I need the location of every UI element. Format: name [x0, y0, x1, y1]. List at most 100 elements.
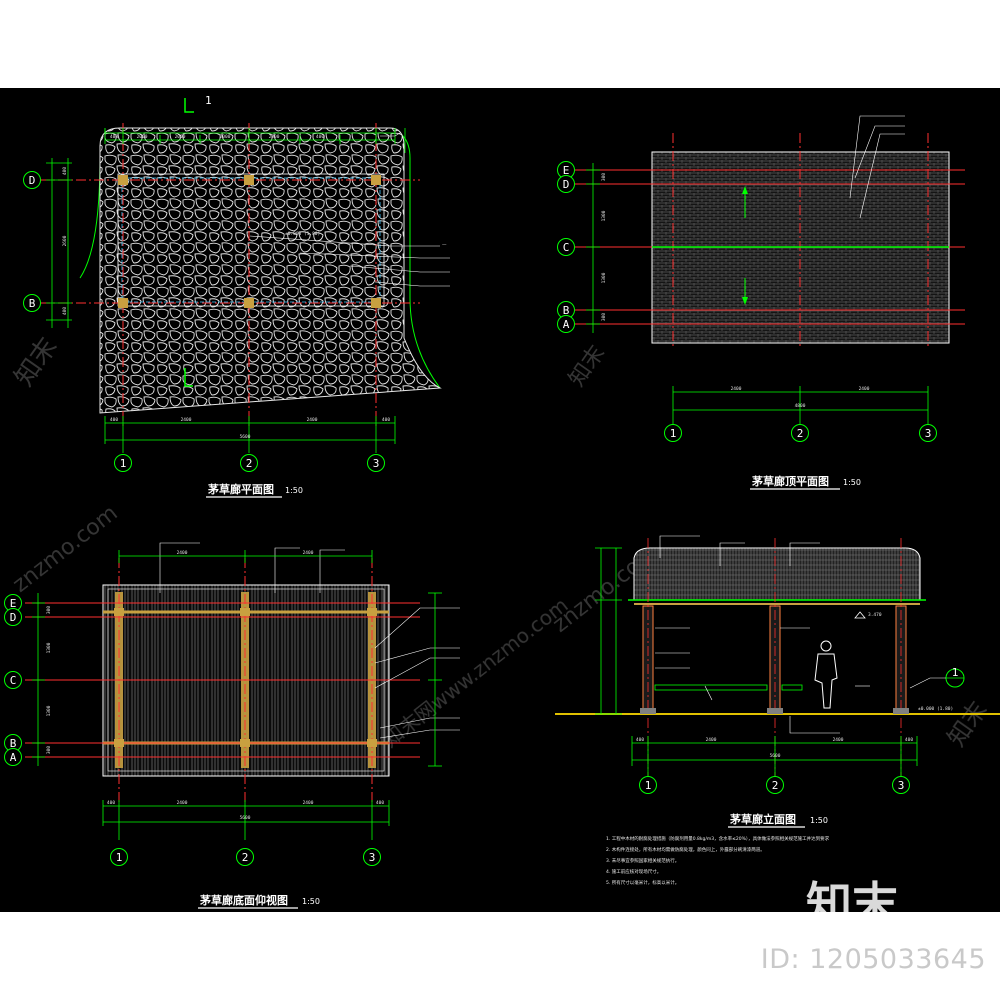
- scale-figure: [814, 640, 838, 709]
- elevation-scale: 1:50: [810, 816, 828, 825]
- column: [371, 298, 381, 308]
- grid-axis-bubble-label: E: [10, 597, 17, 610]
- watermark-brand: 知末: [9, 332, 63, 392]
- roof-plan-dim: 2400: [731, 386, 742, 392]
- grid-axis-bubble: [639, 776, 657, 794]
- ceiling-plan-dim: 1300: [46, 705, 52, 716]
- grid-axis-bubble: [110, 848, 128, 866]
- image-id: ID: 1205033645: [760, 944, 986, 975]
- grid-axis-bubble: [4, 748, 22, 766]
- floor-plan-dim: 2000: [137, 134, 148, 140]
- floor-plan-dim: 400: [382, 417, 390, 423]
- roof-plan-dim: 2400: [859, 386, 870, 392]
- roof-plan-title: 茅草廊顶平面图: [752, 474, 829, 488]
- roof-plan-dim: 1300: [601, 210, 607, 221]
- grid-axis-bubble: [236, 848, 254, 866]
- elevation-dim: 400: [905, 737, 913, 743]
- grid-axis-bubble-label: 1: [116, 851, 123, 864]
- column: [118, 175, 128, 185]
- watermark-brand: 知末: [564, 341, 610, 391]
- column: [244, 175, 254, 185]
- grid-axis-bubble: [367, 454, 385, 472]
- ceiling-plan-total-dim: 5600: [240, 815, 251, 821]
- grid-axis-bubble-label: B: [563, 304, 570, 317]
- grid-axis-bubble-label: 3: [373, 457, 380, 470]
- grid-axis-bubble-label: 2: [242, 851, 249, 864]
- grid-axis-bubble-label: 2: [772, 779, 779, 792]
- ceiling-plan-dim: 1300: [46, 642, 52, 653]
- elevation-drawing: 3.470 ±0.000 (1.80) 1: [555, 535, 1000, 828]
- roof-plan-dim: 1300: [601, 272, 607, 283]
- elevation-dim: 2400: [706, 737, 717, 743]
- top-level: 3.470: [868, 612, 882, 618]
- ceiling-plan-dim: 300: [46, 606, 52, 614]
- grid-axis-bubble: [557, 315, 575, 333]
- grid-axis-bubble-label: C: [10, 674, 17, 687]
- roof-plan-drawing: 300 1300 1300 300 2400 2400 4800 1 2 3 ED C BA 茅…: [557, 115, 965, 490]
- roof-plan-dim: 300: [601, 173, 607, 181]
- floor-plan-dim: 400: [62, 167, 68, 175]
- elevation-title: 茅草廊立面图: [730, 812, 796, 826]
- grid-axis-bubble: [791, 424, 809, 442]
- svg-text:—: —: [442, 243, 447, 248]
- grid-axis-bubble: [557, 175, 575, 193]
- column: [371, 175, 381, 185]
- floor-plan-scale: 1:50: [285, 486, 303, 495]
- floor-plan-dim: 2400: [307, 417, 318, 423]
- elevation-dim: 400: [636, 737, 644, 743]
- design-notes: 1. 工程中木材的耐腐处理措施（防腐剂用量0.8kg/m3，含水率≤20%），具…: [606, 835, 830, 886]
- floor-plan-dim: 2600: [62, 235, 68, 246]
- grid-axis-bubble-label: A: [563, 318, 570, 331]
- watermark-site: znzmo.com: [8, 501, 122, 598]
- ceiling-plan-scale: 1:50: [302, 897, 320, 906]
- cad-drawing: 知末 znzmo.com 知末 znzmo.com 知末网www.znzmo.c…: [4, 94, 1000, 909]
- floor-plan-dim: 2000: [220, 134, 231, 140]
- floor-plan-dim: 2000: [175, 134, 186, 140]
- grid-axis-bubble-label: D: [563, 178, 570, 191]
- cad-drawing-canvas: 知末 znzmo.com 知末 znzmo.com 知末网www.znzmo.c…: [0, 88, 1000, 912]
- roof-plan-scale: 1:50: [843, 478, 861, 487]
- grid-axis-bubble-label: D: [29, 174, 36, 187]
- section-mark: 1: [205, 94, 212, 107]
- grid-axis-bubble-label: 2: [797, 427, 804, 440]
- floor-level: ±0.000 (1.80): [285, 231, 320, 237]
- grid-axis-bubble-label: 2: [246, 457, 253, 470]
- design-note: 4. 施工前应核对现场尺寸。: [606, 868, 661, 875]
- grid-axis-bubble: [363, 848, 381, 866]
- grid-axis-bubble: [664, 424, 682, 442]
- grid-axis-bubble-label: C: [563, 241, 570, 254]
- grid-axis-bubble-label: 1: [645, 779, 652, 792]
- ground-level: ±0.000 (1.80): [918, 706, 953, 712]
- grid-axis-bubble: [4, 671, 22, 689]
- floor-plan-dim: 400: [110, 417, 118, 423]
- roof-plan-dim: 300: [601, 313, 607, 321]
- ceiling-plan-dim: 300: [46, 746, 52, 754]
- floor-plan-dim: 400: [62, 307, 68, 315]
- grid-axis-bubble-label: B: [29, 297, 36, 310]
- elevation-total-dim: 5600: [770, 753, 781, 759]
- grid-axis-bubble-label: B: [10, 737, 17, 750]
- grid-axis-bubble-label: D: [10, 611, 17, 624]
- floor-plan-dim: 400: [110, 134, 118, 140]
- roof-plan-total-dim: 4800: [795, 403, 806, 409]
- column: [118, 298, 128, 308]
- grid-axis-bubble: [766, 776, 784, 794]
- grid-axis-bubble-label: A: [10, 751, 17, 764]
- grid-axis-bubble-label: 1: [120, 457, 127, 470]
- brand-logo: 知末: [806, 877, 898, 931]
- grid-axis-bubble-label: 1: [670, 427, 677, 440]
- grid-axis-bubble: [557, 238, 575, 256]
- column: [244, 298, 254, 308]
- grid-axis-bubble: [4, 608, 22, 626]
- design-note: 3. 未尽事宜参照国家相关规范执行。: [606, 857, 679, 864]
- ceiling-plan-dim: 2400: [177, 550, 188, 556]
- floor-plan-total-dim: 5600: [240, 434, 251, 440]
- floor-plan-dim: 2000: [269, 134, 280, 140]
- grid-axis-bubble-label: 3: [925, 427, 932, 440]
- watermark-brand: 知末: [942, 696, 992, 751]
- ceiling-plan-dim: 400: [376, 800, 384, 806]
- grid-axis-bubble-label: E: [563, 164, 570, 177]
- ceiling-plan-dim: 400: [107, 800, 115, 806]
